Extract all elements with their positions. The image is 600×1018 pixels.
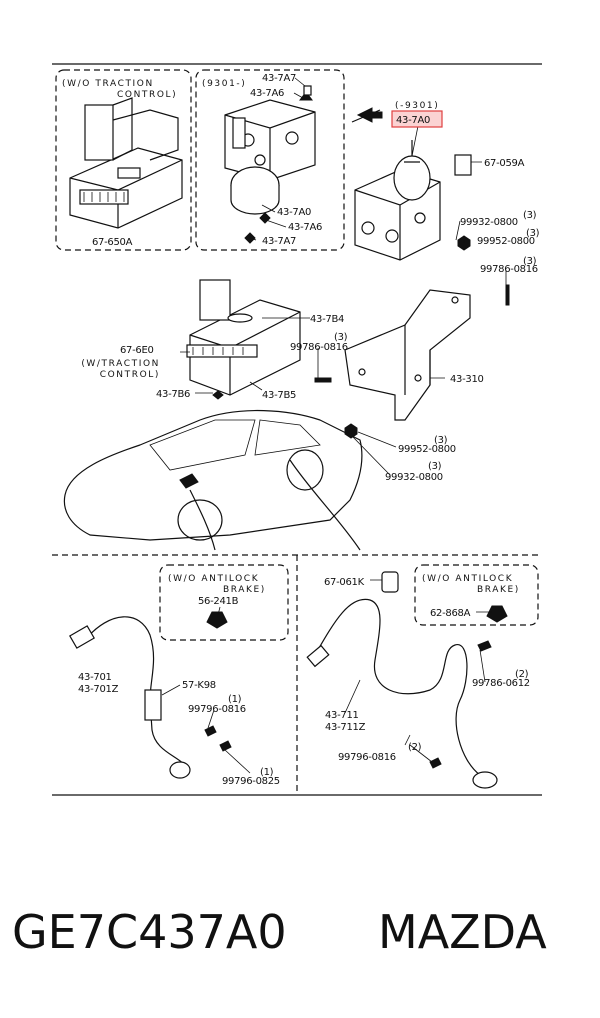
- abs-hydraulic-unit-9301: [224, 85, 316, 244]
- label-67-061K: 67-061K: [324, 577, 365, 588]
- qty-99952-0800-mid: (3): [434, 435, 448, 446]
- label-99932-0800-mid: 99932-0800: [385, 472, 443, 483]
- qty-99932-0800-mid: (3): [428, 461, 442, 472]
- note-serial-9301-before: (-9301): [395, 101, 439, 111]
- label-43-7A0-box: 43-7A0: [277, 207, 311, 218]
- brand-name: MAZDA: [378, 905, 547, 959]
- qty-99932-0800-top: (3): [523, 210, 537, 221]
- label-99952-0800-mid: 99952-0800: [398, 444, 456, 455]
- bolt-99786-0816-lower: [314, 377, 332, 383]
- label-43-7B6: 43-7B6: [156, 389, 190, 400]
- box-wo-antilock-left: [159, 564, 289, 641]
- label-99786-0612: 99786-0612: [472, 678, 530, 689]
- label-43-7A0-highlighted: 43-7A0: [396, 115, 430, 126]
- label-67-6E0: 67-6E0: [120, 345, 154, 356]
- qty-99786-0612: (2): [515, 669, 529, 680]
- label-56-241B: 56-241B: [198, 596, 239, 607]
- label-99796-0816-left: 99796-0816: [188, 704, 246, 715]
- control-unit-67-650A: [69, 97, 183, 229]
- label-99786-0816-top: 99786-0816: [480, 264, 538, 275]
- label-99796-0825: 99796-0825: [222, 776, 280, 787]
- label-43-711: 43-711: [325, 710, 359, 721]
- label-43-701Z: 43-701Z: [78, 684, 119, 695]
- note-serial-9301-after: (9301-): [202, 79, 246, 89]
- label-43-310: 43-310: [450, 374, 484, 385]
- label-99952-0800-top: 99952-0800: [477, 236, 535, 247]
- label-43-7A6-bottom: 43-7A6: [288, 222, 322, 233]
- label-43-7A7-top: 43-7A7: [262, 73, 296, 84]
- rear-sensor-43-711: [306, 571, 508, 789]
- box-wo-traction-control: [55, 69, 192, 251]
- part-number: GE7C437A0: [12, 905, 287, 959]
- label-67-059A: 67-059A: [484, 158, 525, 169]
- label-99786-0816-mid: 99786-0816: [290, 342, 348, 353]
- front-sensor-43-701: [69, 611, 232, 779]
- qty-99796-0816-left: (1): [228, 694, 242, 705]
- bolt-99786-0816: [505, 284, 510, 306]
- label-43-7A7-bottom: 43-7A7: [262, 236, 296, 247]
- bracket-43-310: [344, 289, 471, 421]
- box-wo-antilock-right: [414, 564, 539, 626]
- vehicle-outline: [63, 409, 363, 551]
- nut-99952-0800-lower: [344, 423, 358, 439]
- label-99932-0800-top: 99932-0800: [460, 217, 518, 228]
- caption: GE7C437A0 MAZDA: [0, 905, 600, 975]
- leader-lines: [161, 77, 507, 774]
- qty-99786-0816-mid: (3): [334, 332, 348, 343]
- abs-hydraulic-unit-43-7A0: [351, 107, 441, 261]
- qty-99952-0800-top: (3): [526, 228, 540, 239]
- box-serial-9301: [195, 69, 345, 251]
- label-99796-0816-right: 99796-0816: [338, 752, 396, 763]
- label-43-701: 43-701: [78, 672, 112, 683]
- control-unit-67-6E0: [186, 279, 301, 400]
- pad-67-059A: [454, 154, 472, 176]
- label-67-650A: 67-650A: [92, 237, 133, 248]
- label-62-868A: 62-868A: [430, 608, 471, 619]
- label-57-K98: 57-K98: [182, 680, 216, 691]
- label-43-7A6-top: 43-7A6: [250, 88, 284, 99]
- highlight-box-43-7A0: [391, 110, 443, 128]
- qty-99786-0816-top: (3): [523, 256, 537, 267]
- label-43-7B4: 43-7B4: [310, 314, 344, 325]
- qty-99796-0825: (1): [260, 767, 274, 778]
- label-43-711Z: 43-711Z: [325, 722, 366, 733]
- qty-99796-0816-right: (2): [408, 742, 422, 753]
- label-43-7B5: 43-7B5: [262, 390, 296, 401]
